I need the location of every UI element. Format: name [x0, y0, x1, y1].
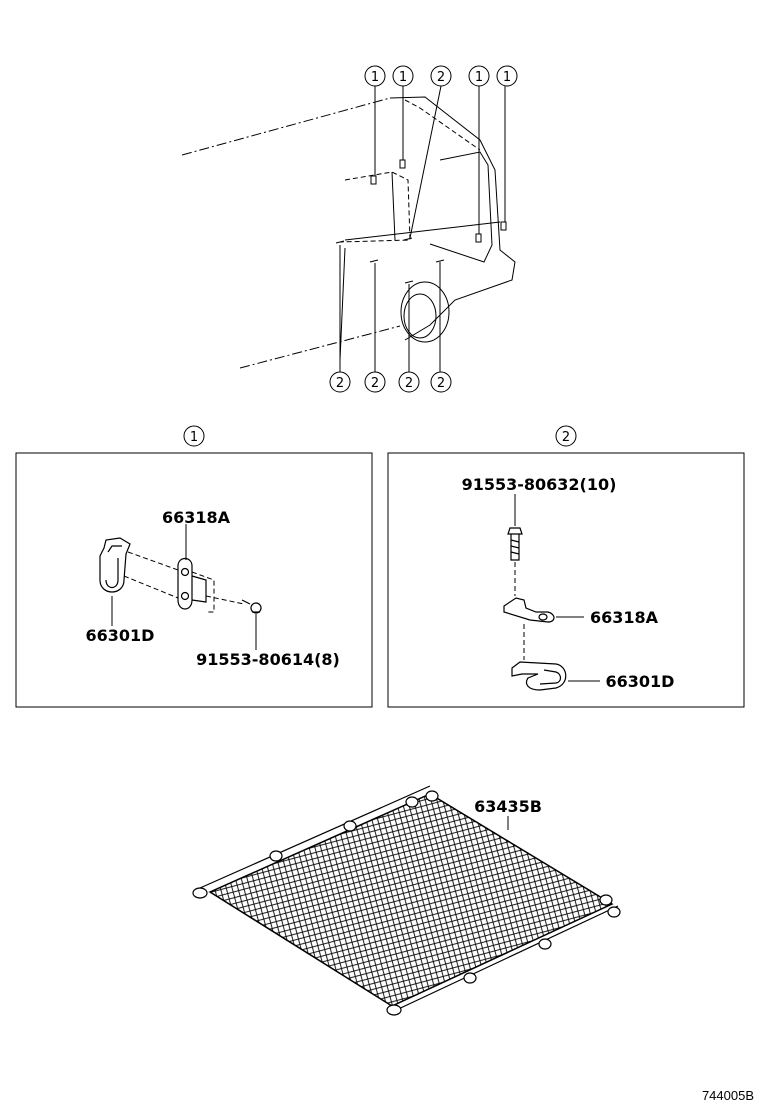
callout-circle: 2	[430, 65, 452, 87]
box1-bracket-label: 66318A	[162, 508, 231, 527]
hook-part	[99, 537, 131, 593]
figure-code: 744005B	[702, 1088, 754, 1103]
svg-text:1: 1	[399, 70, 407, 85]
screw-part	[241, 599, 262, 614]
callout-circle: 1	[496, 65, 518, 87]
svg-text:2: 2	[405, 376, 413, 391]
rear-body-outline	[389, 96, 516, 341]
box1-marker-circle	[183, 425, 205, 447]
detail-box-1: 1	[15, 425, 373, 708]
callout-circle: 1	[468, 65, 490, 87]
leader-lines	[111, 524, 257, 650]
hook-positions	[335, 159, 507, 284]
callout-circle: 2	[329, 371, 351, 393]
svg-text:1: 1	[503, 70, 511, 85]
floor-line	[239, 325, 401, 369]
callout-circle: 1	[364, 65, 386, 87]
roof-line	[181, 97, 391, 156]
box2-hook-label: 66301D	[606, 672, 675, 691]
callout-circle: 1	[392, 65, 414, 87]
leader-lines	[514, 494, 600, 682]
svg-text:1: 1	[371, 70, 379, 85]
box1-marker: 1	[190, 430, 198, 445]
callout-circle: 2	[398, 371, 420, 393]
net-hooks	[192, 790, 621, 1016]
net-label: 63435B	[474, 797, 542, 816]
svg-text:2: 2	[437, 376, 445, 391]
box1-screw-label: 91553-80614(8)	[196, 650, 340, 669]
bracket-part	[177, 557, 207, 610]
callout-circle: 2	[364, 371, 386, 393]
box2-marker: 2	[562, 430, 570, 445]
box2-bolt-label: 91553-80632(10)	[462, 475, 617, 494]
box2-marker-circle	[555, 425, 577, 447]
box2-bracket-label: 66318A	[590, 608, 659, 627]
bracket-part	[503, 597, 555, 623]
svg-text:2: 2	[371, 376, 379, 391]
svg-text:2: 2	[437, 70, 445, 85]
wheel-arch	[400, 281, 450, 343]
vehicle-cargo-area	[181, 96, 516, 369]
bolt-part	[507, 527, 523, 561]
assembly-lines	[123, 551, 245, 613]
top-callouts: 1 1 2 1 1	[364, 65, 518, 87]
bottom-callouts: 2 2 2 2	[329, 371, 452, 393]
cargo-net: 63435B	[192, 785, 621, 1016]
leader-lines-top	[339, 85, 506, 372]
callout-circle: 2	[430, 371, 452, 393]
svg-text:2: 2	[336, 376, 344, 391]
box1-hook-label: 66301D	[86, 626, 155, 645]
svg-text:1: 1	[475, 70, 483, 85]
hook-part	[511, 661, 567, 691]
detail-box-2: 2 91553-80632(10) 66318A	[387, 425, 745, 708]
assembly-lines	[514, 562, 525, 660]
